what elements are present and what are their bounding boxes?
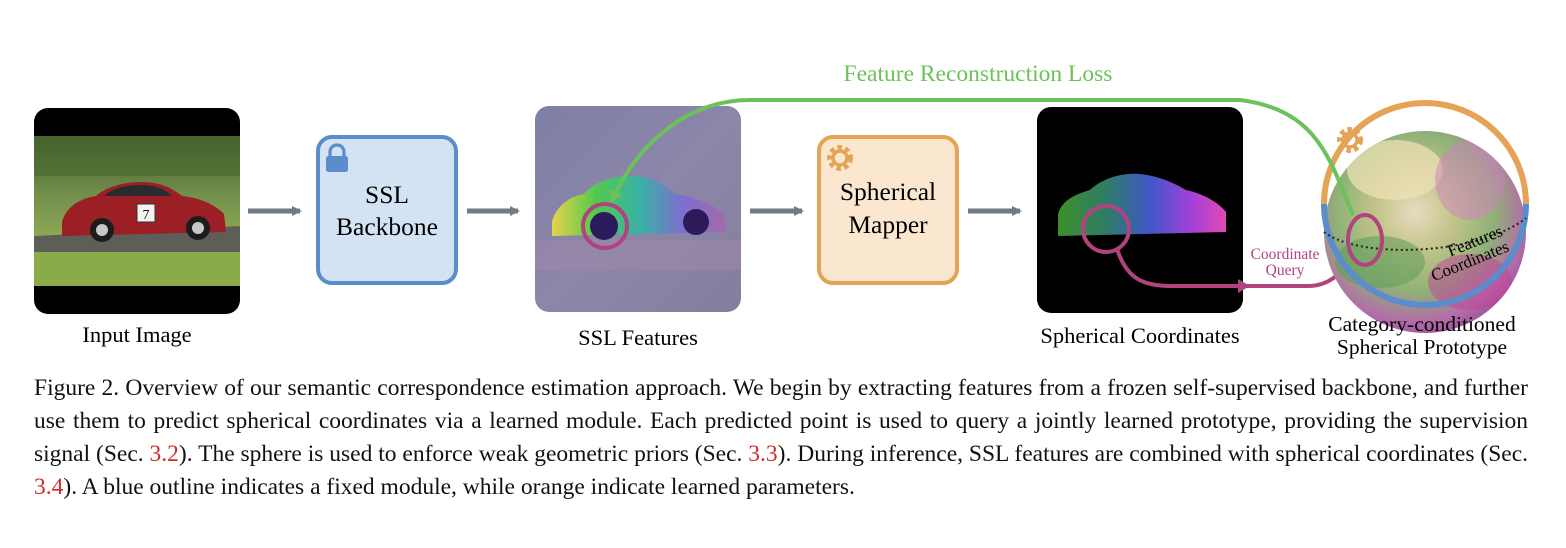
prototype-label-line1: Category-conditioned xyxy=(1328,312,1516,336)
query-highlight-ring xyxy=(1081,204,1131,254)
ssl-features-map xyxy=(535,106,741,312)
spherical-mapper-block: Spherical Mapper xyxy=(817,135,959,285)
coordinate-query-label-line2: Query xyxy=(1266,262,1305,279)
caption-text: ). The sphere is used to enforce weak ge… xyxy=(178,441,749,467)
caption-text: ). During inference, SSL features are co… xyxy=(777,441,1528,467)
input-image: 7 xyxy=(34,108,240,314)
caption-text: ). A blue outline indicates a fixed modu… xyxy=(63,474,855,500)
method-overview-diagram: 7 Input Image SSL Backbone SSL Features xyxy=(34,61,1529,359)
coordinate-query-arrow xyxy=(1115,248,1250,293)
query-highlight-ring xyxy=(581,202,629,250)
query-point-ring xyxy=(1346,213,1384,267)
race-number: 7 xyxy=(143,208,150,223)
caption-text: Figure 2. Overview of our semantic corre… xyxy=(34,375,1528,467)
feature-reconstruction-loss-arrow xyxy=(609,98,1355,216)
section-link[interactable]: 3.2 xyxy=(149,441,179,467)
section-link[interactable]: 3.4 xyxy=(34,474,64,500)
mapper-title-line1: Spherical xyxy=(840,177,936,206)
spherical-coordinates-label: Spherical Coordinates xyxy=(1040,323,1239,348)
ssl-backbone-block: SSL Backbone xyxy=(316,135,458,285)
input-image-label: Input Image xyxy=(82,322,191,347)
spherical-coordinates-map xyxy=(1037,107,1243,313)
lock-icon xyxy=(326,143,348,172)
spherical-prototype: Features Coordinates xyxy=(1321,100,1529,333)
feature-reconstruction-loss-label: Feature Reconstruction Loss xyxy=(844,61,1113,87)
mapper-title-line2: Mapper xyxy=(848,210,928,239)
gear-icon xyxy=(1337,127,1363,153)
backbone-title-line2: Backbone xyxy=(336,212,438,241)
section-link[interactable]: 3.3 xyxy=(748,441,778,467)
backbone-title-line1: SSL xyxy=(365,180,409,209)
ssl-features-label: SSL Features xyxy=(578,325,698,350)
prototype-label-line2: Spherical Prototype xyxy=(1337,335,1507,359)
gear-icon xyxy=(827,145,853,171)
coordinate-query-label-line1: Coordinate xyxy=(1251,246,1320,263)
figure-caption: Figure 2. Overview of our semantic corre… xyxy=(34,372,1528,504)
